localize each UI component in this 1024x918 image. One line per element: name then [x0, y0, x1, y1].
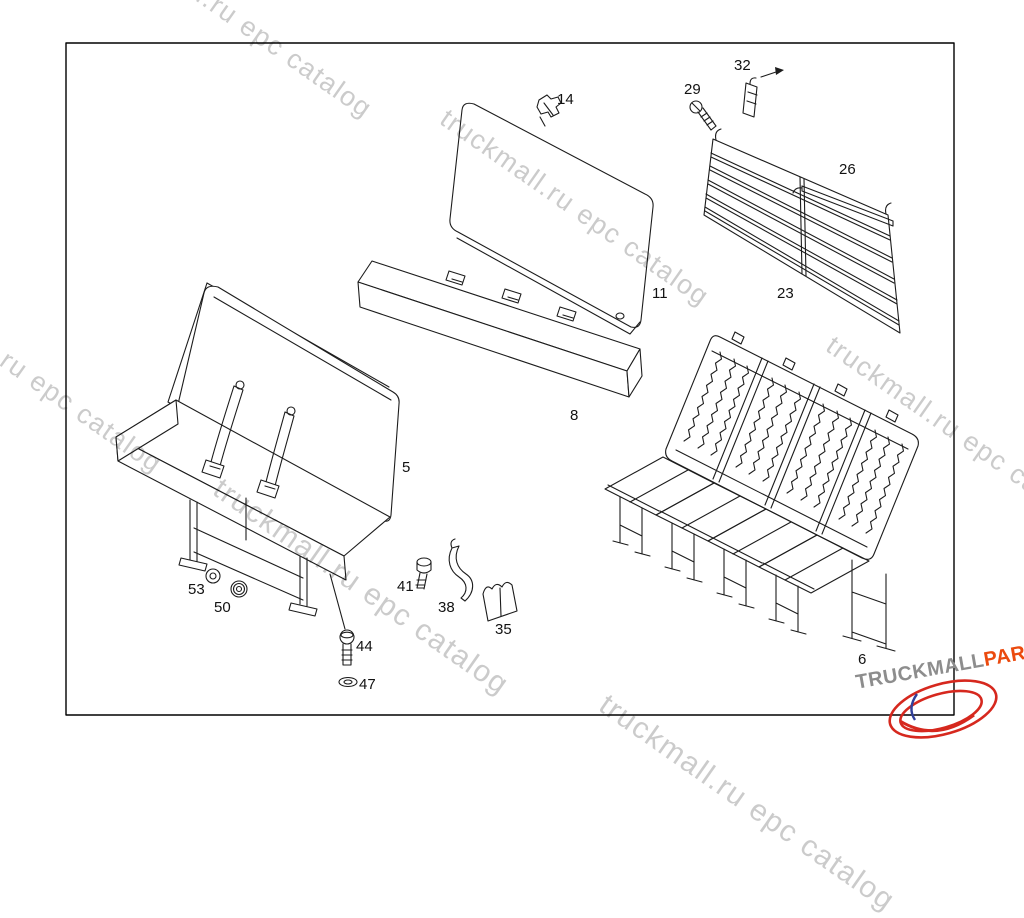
- logo-swirl-accent: [910, 693, 918, 721]
- diagram-linework: [65, 42, 955, 716]
- part-label-41: 41: [397, 578, 414, 595]
- diagram-border: [65, 42, 955, 716]
- part-label-26: 26: [839, 161, 856, 178]
- part-label-8: 8: [570, 407, 579, 424]
- part-label-23: 23: [777, 285, 794, 302]
- washer-47-drawing: [338, 676, 358, 688]
- exploded-parts-drawing: [65, 42, 998, 739]
- part-label-5: 5: [402, 459, 411, 476]
- part-label-14: 14: [557, 91, 574, 108]
- part-label-53: 53: [188, 581, 205, 598]
- retaining-clip-14-drawing: [536, 94, 562, 127]
- bench-seat-legs: [178, 497, 346, 630]
- bolt-41-drawing: [415, 557, 432, 590]
- bench-seat-5-drawing: [115, 282, 400, 630]
- part-label-32: 32: [734, 57, 751, 74]
- part-label-29: 29: [684, 81, 701, 98]
- seat-frame-legs: [612, 496, 896, 652]
- seat-cushion-8-drawing: [357, 260, 643, 398]
- part-label-11: 11: [652, 285, 668, 302]
- small-fasteners-drawing: [205, 538, 518, 688]
- mounting-rail-26-drawing: [792, 185, 894, 227]
- nut-53-drawing: [205, 568, 221, 584]
- screw-29-drawing: [689, 100, 717, 131]
- bolt-44-drawing: [339, 629, 355, 666]
- backrest-panel-11-drawing: [449, 102, 654, 335]
- part-label-50: 50: [214, 599, 231, 616]
- partition-grille-23-drawing: [703, 128, 901, 334]
- mounting-plate-35-drawing: [482, 581, 518, 622]
- seat-frame-6-drawing: [604, 331, 919, 652]
- part-label-38: 38: [438, 599, 455, 616]
- hook-bracket-38-drawing: [448, 538, 474, 602]
- arrow-icon: [775, 67, 784, 75]
- part-label-44: 44: [356, 638, 373, 655]
- logo-swirl-icon: [888, 679, 998, 739]
- bracket-32-drawing: [742, 67, 784, 118]
- seat-base-frames: [604, 456, 870, 594]
- part-label-35: 35: [495, 621, 512, 638]
- washer-50-drawing: [230, 580, 248, 598]
- part-label-6: 6: [858, 651, 867, 668]
- seat-belts: [201, 380, 296, 499]
- part-label-47: 47: [359, 676, 376, 693]
